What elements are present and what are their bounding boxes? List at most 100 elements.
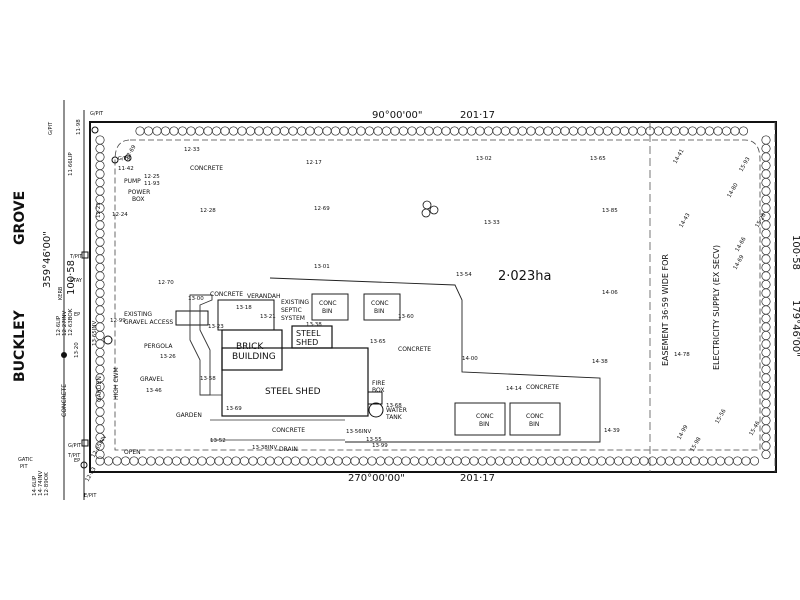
level: 11·93: [144, 181, 160, 187]
tree-icon: [749, 456, 760, 466]
tree-icon: [477, 456, 488, 466]
tree-icon: [636, 126, 647, 136]
tree-icon: [568, 126, 579, 136]
tree-icon: [517, 126, 528, 136]
tree-icon: [95, 135, 105, 145]
tree-icon: [622, 456, 632, 466]
level: 11·66LIP: [68, 152, 74, 176]
tree-icon: [95, 347, 105, 358]
level: 13·85: [602, 208, 618, 214]
level: 12·69: [314, 206, 330, 212]
level: 13·65: [590, 156, 606, 162]
label-ep-south: EP: [74, 458, 80, 464]
tree-icon: [152, 126, 162, 136]
label-garden-west: GARDEN: [96, 376, 103, 402]
level: 14·38: [592, 359, 608, 365]
tree-icon: [381, 126, 392, 136]
tree-border: [95, 126, 771, 466]
tree-icon: [698, 456, 709, 466]
tree-icon: [296, 126, 307, 136]
level: 13·33: [484, 220, 500, 226]
tree-icon: [761, 398, 771, 409]
tree-icon: [95, 143, 105, 154]
concrete-slab-outline: [269, 277, 601, 443]
tree-icon: [761, 330, 771, 341]
label-brick-2: BUILDING: [232, 352, 276, 362]
tree-icon: [330, 126, 341, 136]
level: 13·00: [188, 296, 204, 302]
level: 12·65INV: [91, 434, 109, 459]
level: 12·25: [144, 174, 160, 180]
tree-icon: [761, 373, 771, 383]
tree-icon: [350, 456, 360, 466]
east-bearing: 179°46'00": [790, 300, 800, 357]
level: 13·56INV: [346, 429, 371, 435]
tree-icon: [262, 126, 273, 136]
tree-icon: [171, 456, 182, 466]
tree-icon: [554, 456, 564, 466]
tree-icon: [135, 126, 145, 136]
tree-icon: [611, 126, 621, 136]
tree-icon: [761, 381, 771, 392]
level: 12·99: [110, 318, 126, 324]
tree-icon: [95, 228, 105, 239]
tree-icon: [664, 456, 675, 466]
tree-icon: [95, 262, 105, 273]
tree-icon: [95, 305, 105, 315]
level: 15·93: [739, 156, 752, 173]
label-fire-1: FIRE: [372, 380, 385, 387]
tree-icon: [169, 126, 179, 136]
concrete-path: [189, 294, 213, 396]
tree-icon: [526, 126, 536, 136]
tree-icon: [460, 456, 471, 466]
tree-icon: [95, 424, 105, 434]
level: 13·21: [260, 314, 276, 320]
level: 13·26: [160, 354, 176, 360]
label-epit: E/PIT: [84, 493, 97, 499]
level: 14·06: [602, 290, 618, 296]
tree-icon: [95, 364, 105, 375]
tree-icon: [761, 143, 771, 154]
tree-icon: [143, 126, 154, 136]
label-water-2: TANK: [385, 414, 403, 421]
tree-icon: [761, 194, 771, 205]
gatic-pit-marker: [80, 461, 88, 469]
level: 13·18: [236, 305, 252, 311]
tree-icon: [186, 126, 196, 136]
label-gpit-corner: G/PIT: [90, 111, 104, 117]
level: 12·17: [306, 160, 322, 166]
label-gatic-1: GATIC: [18, 457, 33, 463]
tree-icon: [358, 456, 369, 466]
label-concrete-verandah: CONCRETE: [210, 291, 243, 298]
south-distance: 201·17: [460, 473, 495, 484]
level: 14·41: [673, 148, 686, 165]
label-brick-1: BRICK: [236, 342, 264, 352]
easement-label-1: EASEMENT 36·59 WIDE FOR: [661, 254, 670, 366]
tree-icon: [228, 126, 239, 136]
level: 12·21: [96, 202, 102, 218]
tree-icon: [95, 160, 105, 171]
tree-icon: [696, 126, 706, 136]
tree-icon: [237, 126, 247, 136]
tree-icon: [545, 456, 556, 466]
steel-shed-small: [291, 325, 333, 349]
tree-icon: [761, 169, 771, 179]
bin1-label-2: BIN: [322, 308, 332, 315]
tree-icon: [458, 126, 468, 136]
label-garden-shed: GARDEN: [176, 412, 202, 419]
tree-icon: [761, 254, 771, 264]
tree-icon: [95, 407, 105, 417]
tree-icon: [154, 456, 165, 466]
tree-icon: [469, 456, 479, 466]
tree-icon: [347, 126, 358, 136]
tree-icon: [475, 126, 485, 136]
tree-icon: [418, 456, 428, 466]
tree-icon: [653, 126, 664, 136]
level: 12·27INV: [62, 311, 68, 336]
tree-icon: [761, 407, 771, 417]
label-power-2: BOX: [132, 196, 144, 203]
level: 13·60: [398, 314, 414, 320]
label-gatic-2: PIT: [20, 464, 28, 470]
conc-bin-4: [509, 402, 561, 436]
tree-icon: [409, 456, 420, 466]
